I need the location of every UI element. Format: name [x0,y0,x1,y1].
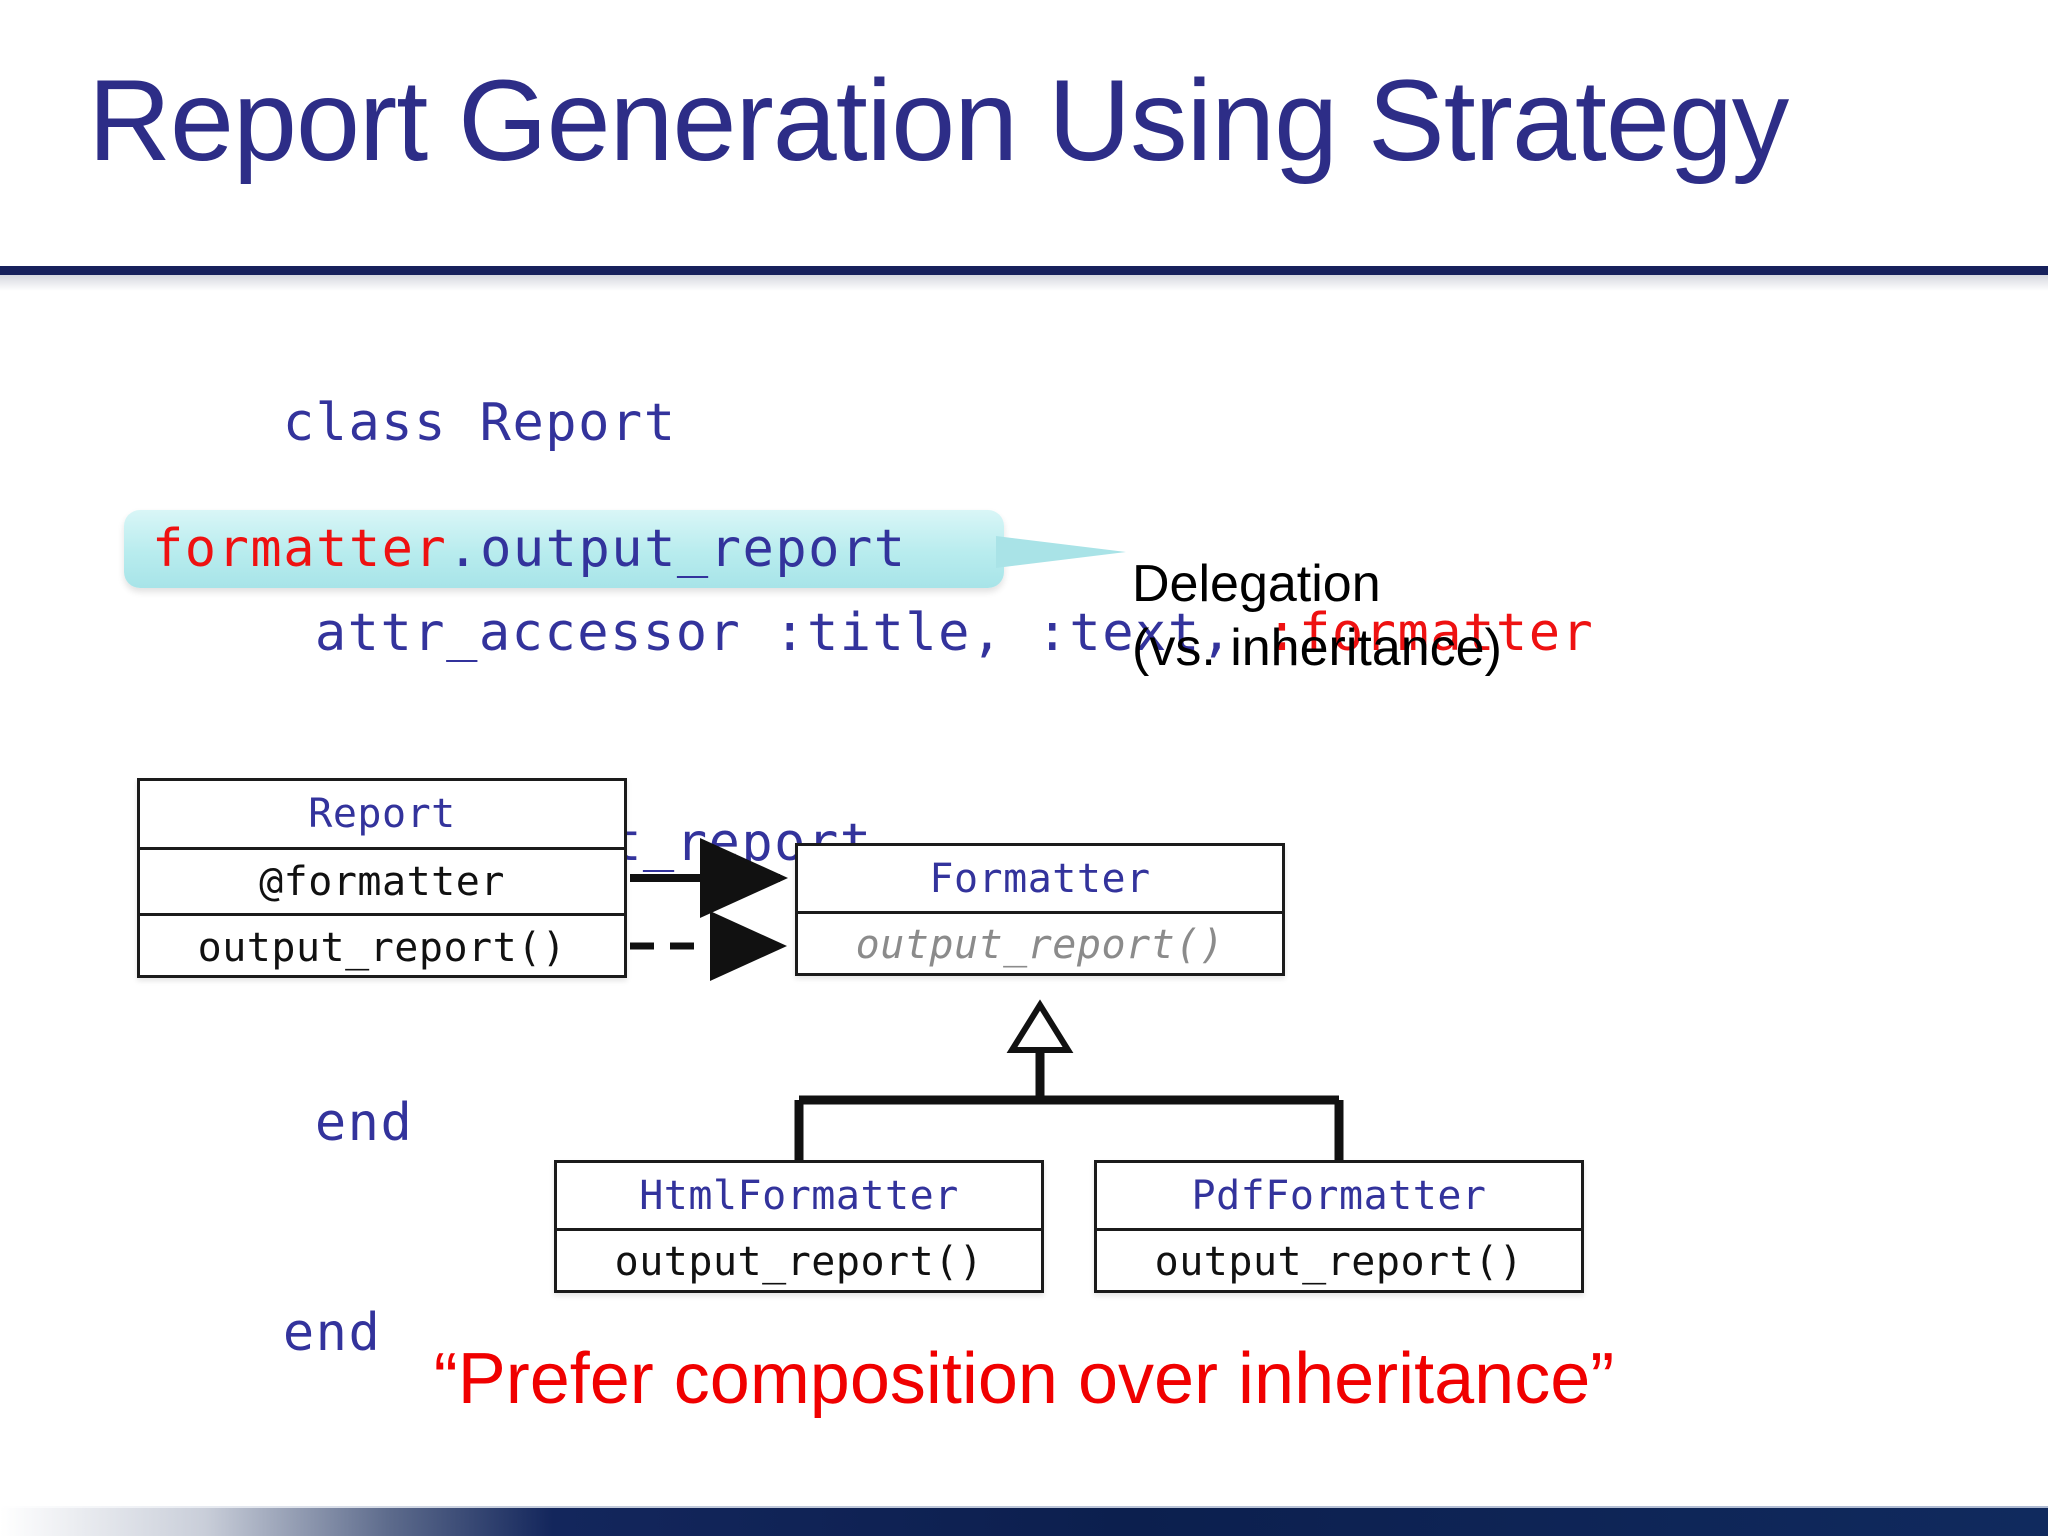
code-text: end [282,1303,382,1363]
code-line-end-outer: end [86,1228,1594,1438]
callout-bubble-body [124,510,1004,588]
code-text: attr_accessor :title, :text, [314,603,1267,663]
uml-class-method-abstract: output_report() [798,911,1282,976]
uml-class-name: Formatter [929,855,1151,902]
closing-quote: “Prefer composition over inheritance” [433,1339,1615,1419]
code-text: end [314,1093,414,1153]
uml-class-name: HtmlFormatter [639,1172,959,1219]
code-line-attr-accessor: attr_accessor :title, :text, :formatter [86,528,1594,738]
callout-tail-icon [996,536,1126,568]
uml-class-name: Report [308,791,456,837]
uml-class-method: output_report() [1097,1228,1581,1293]
page-title: Report Generation Using Strategy [88,57,1789,185]
delegation-callout: formatter.output_report [124,510,1126,590]
title-divider-shadow [0,275,2048,291]
uml-class-method: output_report() [557,1228,1041,1293]
callout-code-line: formatter.output_report [152,514,907,584]
code-line-end-inner: end [86,1018,1594,1228]
slide-header: Report Generation Using Strategy [0,0,2048,291]
code-method-call: .output_report [447,519,907,579]
title-divider [0,266,2048,275]
code-receiver-formatter: formatter [152,519,448,579]
code-line-class-report: class Report [86,318,1594,528]
code-text: class Report [282,393,677,453]
uml-class-attribute: @formatter [140,847,624,913]
uml-class-method: output_report() [140,913,624,979]
uml-class-report[interactable]: Report @formatter output_report() [137,778,627,978]
code-symbol-formatter: :formatter [1266,603,1595,663]
uml-class-name: PdfFormatter [1191,1172,1487,1219]
footer-bar [0,1508,2048,1536]
footer-bar-highlight [0,1506,2048,1509]
uml-class-htmlformatter[interactable]: HtmlFormatter output_report() [554,1160,1044,1293]
uml-class-pdfformatter[interactable]: PdfFormatter output_report() [1094,1160,1584,1293]
uml-class-formatter[interactable]: Formatter output_report() [795,843,1285,976]
delegation-annotation-text: Delegation (vs. inheritance) [1132,555,1502,677]
